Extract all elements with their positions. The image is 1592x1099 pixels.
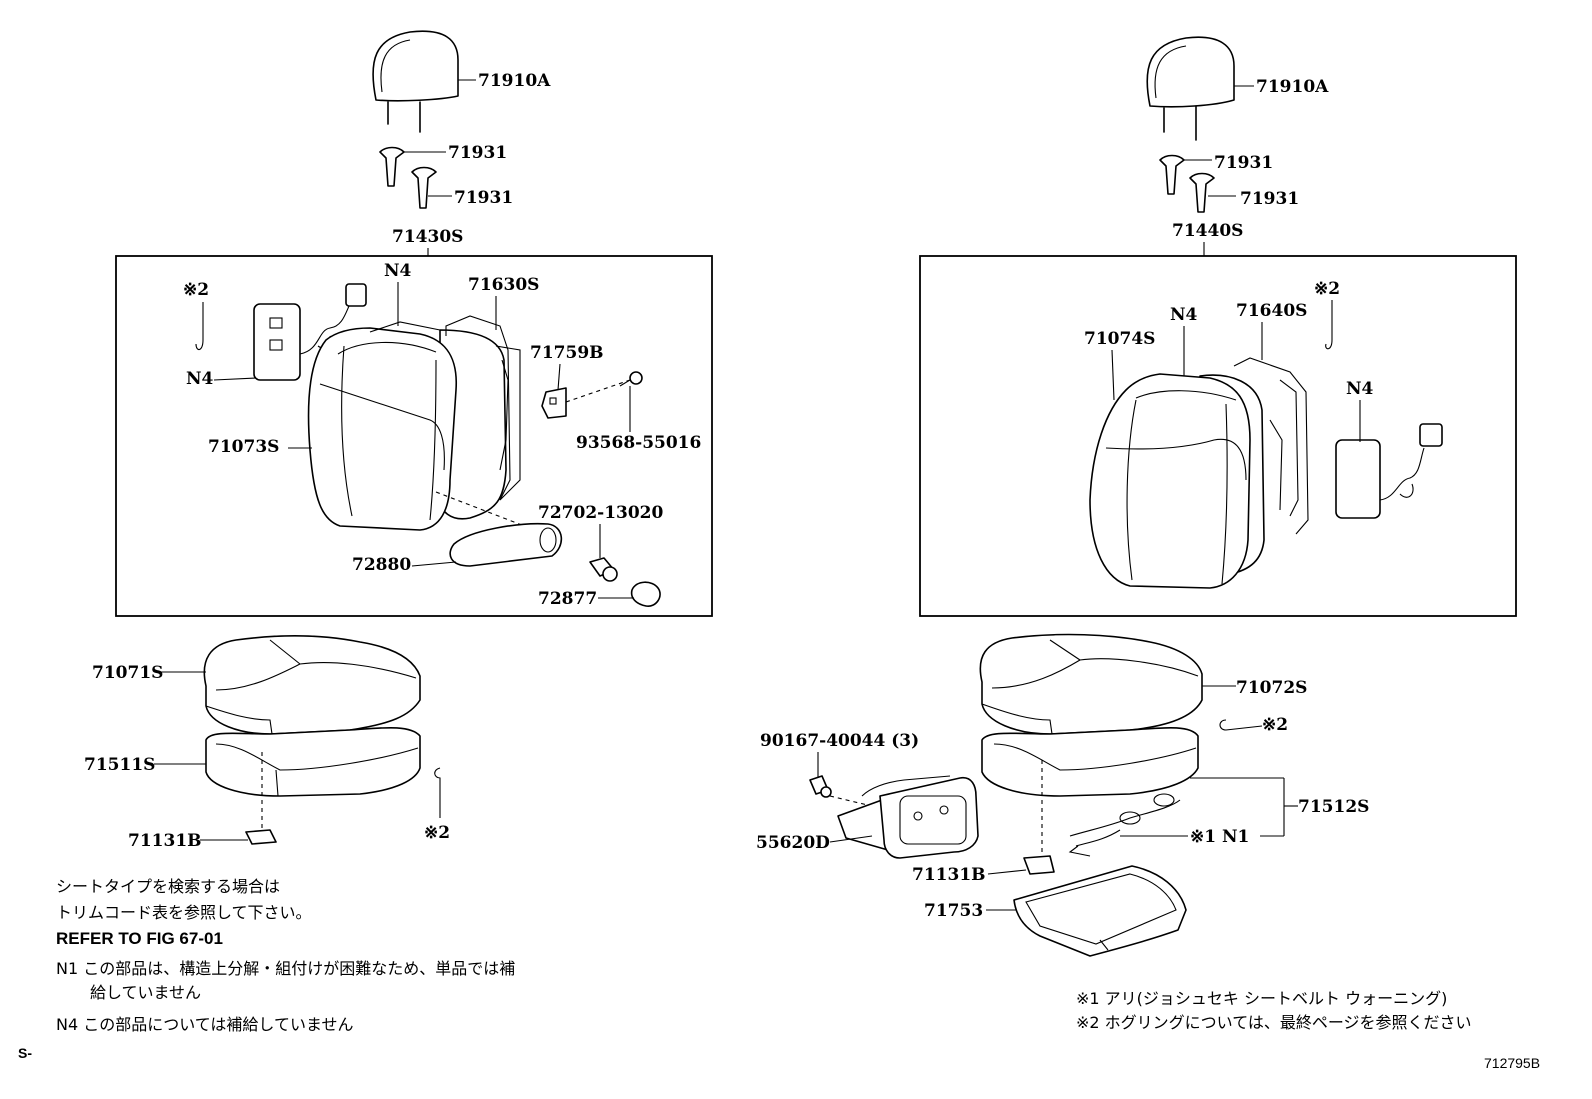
footnote-1: ※1 アリ(ジョシュセキ シートベルト ウォーニング): [1076, 989, 1447, 1008]
part-71753: 71753: [924, 901, 983, 921]
left-side-airbag: [253, 283, 367, 381]
left-seatback-box: [115, 255, 713, 617]
n4-left-top: N4: [384, 261, 412, 281]
part-71071S: 71071S: [92, 663, 163, 683]
note-n1-cont: 給していません: [90, 983, 201, 1002]
n4-left-side: N4: [186, 369, 214, 389]
part-90167-40044: 90167-40044 (3): [760, 731, 919, 751]
left-armrest-cap: [630, 581, 661, 607]
part-71931-left-a: 71931: [448, 143, 507, 163]
right-seatback: [1089, 357, 1309, 589]
part-71131B-right: 71131B: [912, 865, 986, 885]
left-screw: [619, 371, 643, 387]
part-72880: 72880: [352, 555, 411, 575]
part-93568-55016: 93568-55016: [576, 433, 701, 453]
note-n4: N4 この部品については補給していません: [56, 1015, 353, 1034]
right-side-airbag: [1335, 423, 1443, 519]
right-headrest-guides: [1159, 154, 1236, 213]
n4-right-top: N4: [1170, 305, 1198, 325]
part-72702-13020: 72702-13020: [538, 503, 664, 523]
note-n1: N1 この部品は、構造上分解・組付けが困難なため、単品では補: [56, 959, 515, 978]
part-71440S: 71440S: [1172, 221, 1243, 241]
n1-mark: ※1 N1: [1190, 827, 1249, 847]
note-s: S-: [18, 1045, 32, 1061]
part-71910A-left: 71910A: [478, 71, 551, 91]
left-armrest: [449, 522, 563, 567]
left-headrest-guides: [379, 146, 452, 209]
left-armrest-bolt: [589, 557, 618, 582]
part-72877: 72877: [538, 589, 597, 609]
part-71430S: 71430S: [392, 227, 463, 247]
part-71630S: 71630S: [468, 275, 539, 295]
right-cushion: [979, 633, 1236, 797]
part-55620D: 55620D: [756, 833, 830, 853]
figure-number: 712795B: [1484, 1055, 1540, 1071]
right-seatback-box: [919, 255, 1517, 617]
ref2-right-top: ※2: [1314, 279, 1340, 299]
part-71931-right-a: 71931: [1214, 153, 1273, 173]
note-refer-fig: REFER TO FIG 67-01: [56, 929, 223, 948]
part-71931-right-b: 71931: [1240, 189, 1299, 209]
part-71512S: 71512S: [1298, 797, 1369, 817]
part-71074S: 71074S: [1084, 329, 1155, 349]
part-71931-left-b: 71931: [454, 188, 513, 208]
left-headrest: [372, 30, 476, 133]
right-clip: [1023, 855, 1055, 875]
right-occupant-sensor: [1068, 793, 1181, 857]
right-tray: [837, 775, 979, 859]
part-71131B-left: 71131B: [128, 831, 202, 851]
ref2-left-bottom: ※2: [424, 823, 450, 843]
n4-right-side: N4: [1346, 379, 1374, 399]
left-seatback: [307, 315, 521, 531]
part-71759B: 71759B: [530, 343, 604, 363]
left-bracket: [541, 387, 567, 419]
right-cushion-shield: [1013, 865, 1187, 957]
part-71072S: 71072S: [1236, 678, 1307, 698]
left-cushion: [203, 634, 421, 797]
note-trim-code: トリムコード表を参照して下さい。: [56, 903, 312, 922]
part-71073S: 71073S: [208, 437, 279, 457]
note-seat-type: シートタイプを検索する場合は: [56, 877, 280, 896]
part-71511S: 71511S: [84, 755, 155, 775]
footnote-2: ※2 ホグリングについては、最終ページを参照ください: [1076, 1013, 1472, 1032]
right-headrest: [1146, 36, 1254, 141]
part-71640S: 71640S: [1236, 301, 1307, 321]
right-bolt: [809, 775, 832, 798]
left-clip: [245, 829, 277, 845]
part-71910A-right: 71910A: [1256, 77, 1329, 97]
ref2-left-top: ※2: [183, 280, 209, 300]
ref2-right-bottom: ※2: [1262, 715, 1288, 735]
